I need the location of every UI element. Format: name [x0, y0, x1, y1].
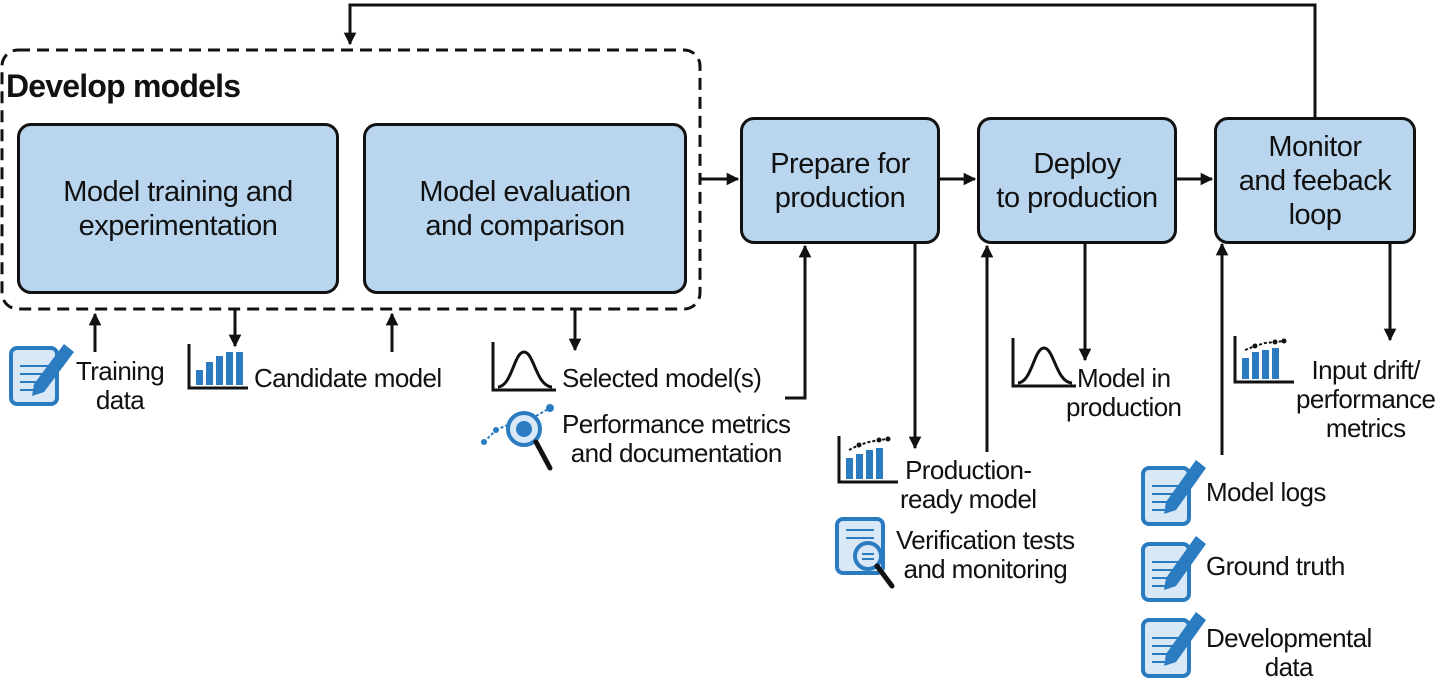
model-logs-label: Model logs [1206, 477, 1326, 507]
ground-truth-label: Ground truth [1206, 551, 1345, 581]
training-data-label: Training data [75, 356, 165, 415]
developmental-data-notepad-icon [1141, 612, 1206, 678]
bar-chart-icon [187, 344, 248, 390]
production-ready-model-label: Production- ready model [900, 455, 1037, 514]
model-training-label: Model training and experimentation [63, 175, 293, 242]
notepad-pencil-icon [9, 344, 74, 406]
verification-tests-label: Verification tests and monitoring [896, 525, 1075, 584]
ground-truth-notepad-icon [1141, 536, 1206, 602]
drift-chart-icon [1233, 336, 1294, 384]
prepare-for-production-box: Prepare for production [740, 117, 940, 244]
bell-curve-production-icon [1011, 338, 1076, 388]
deploy-to-production-box: Deploy to production [977, 117, 1177, 244]
monitor-feedback-box: Monitor and feeback loop [1214, 117, 1416, 244]
candidate-model-label: Candidate model [254, 363, 442, 393]
trend-chart-icon [837, 436, 898, 484]
deploy-to-production-label: Deploy to production [996, 147, 1158, 214]
arrow-selected-model-to-prepare [785, 244, 812, 400]
model-evaluation-label: Model evaluation and comparison [419, 175, 631, 242]
selected-models-label: Selected model(s) [562, 363, 762, 393]
model-in-production-label: Model in production [1066, 363, 1182, 422]
performance-metrics-label: Performance metrics and documentation [562, 409, 791, 468]
bell-curve-icon [491, 342, 556, 392]
model-evaluation-box: Model evaluation and comparison [363, 123, 687, 294]
model-logs-notepad-icon [1141, 460, 1206, 526]
input-drift-label: Input drift/ performance metrics [1296, 355, 1436, 443]
feedback-loop-arrow [343, 3, 1317, 117]
magnifier-icon [481, 404, 554, 471]
develop-models-title: Develop models [6, 68, 241, 104]
monitor-feedback-label: Monitor and feeback loop [1238, 130, 1392, 231]
document-search-icon [835, 517, 895, 589]
prepare-for-production-label: Prepare for production [770, 147, 910, 214]
model-training-box: Model training and experimentation [17, 123, 339, 294]
developmental-data-label: Developmental data [1206, 623, 1372, 682]
